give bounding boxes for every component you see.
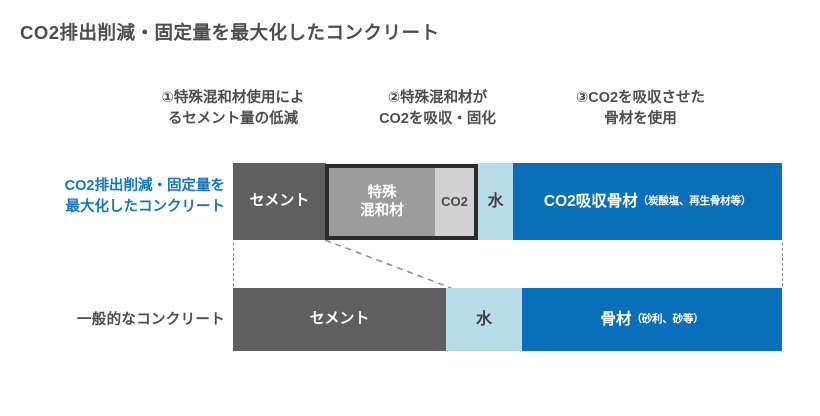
segment-water-advanced: 水 — [478, 163, 513, 240]
dashed-connector-diagonal — [324, 239, 452, 289]
segment-cement-standard: セメント — [233, 288, 446, 351]
highlight-box-admixture-co2: 特殊 混和材 CO2 — [325, 164, 478, 240]
callout-2-label: ②特殊混和材が CO2を吸収・固化 — [379, 90, 496, 128]
segment-water-standard: 水 — [446, 288, 522, 351]
segment-aggregate-advanced: CO2吸収骨材（炭酸塩、再生骨材等） — [513, 163, 782, 240]
callout-1-label: ①特殊混和材使用によ るセメント量の低減 — [161, 90, 305, 128]
row-label-standard-concrete: 一般的なコンクリート — [77, 312, 225, 328]
page-title: CO2排出削減・固定量を最大化したコンクリート — [20, 22, 440, 43]
segment-special-admixture: 特殊 混和材 — [329, 168, 435, 236]
bar-standard-concrete: セメント 水 骨材（砂利、砂等） — [233, 288, 782, 351]
dashed-connector-left — [233, 243, 234, 286]
bar-advanced-concrete: セメント 水 CO2吸収骨材（炭酸塩、再生骨材等） 特殊 混和材 CO2 — [233, 163, 782, 240]
callout-3-label: ③CO2を吸収させた 骨材を使用 — [575, 90, 706, 128]
segment-aggregate-standard: 骨材（砂利、砂等） — [522, 288, 782, 351]
segment-co2-absorbed: CO2 — [435, 168, 474, 236]
row-label-advanced-concrete: CO2排出削減・固定量を 最大化したコンクリート — [64, 178, 225, 215]
segment-aggregate-standard-label: 骨材 — [600, 310, 632, 328]
dashed-connector-right — [782, 243, 783, 286]
segment-aggregate-standard-sublabel: （砂利、砂等） — [631, 312, 704, 325]
segment-aggregate-advanced-label: CO2吸収骨材 — [543, 192, 638, 210]
segment-cement-advanced: セメント — [233, 163, 326, 240]
segment-aggregate-advanced-sublabel: （炭酸塩、再生骨材等） — [637, 194, 752, 207]
